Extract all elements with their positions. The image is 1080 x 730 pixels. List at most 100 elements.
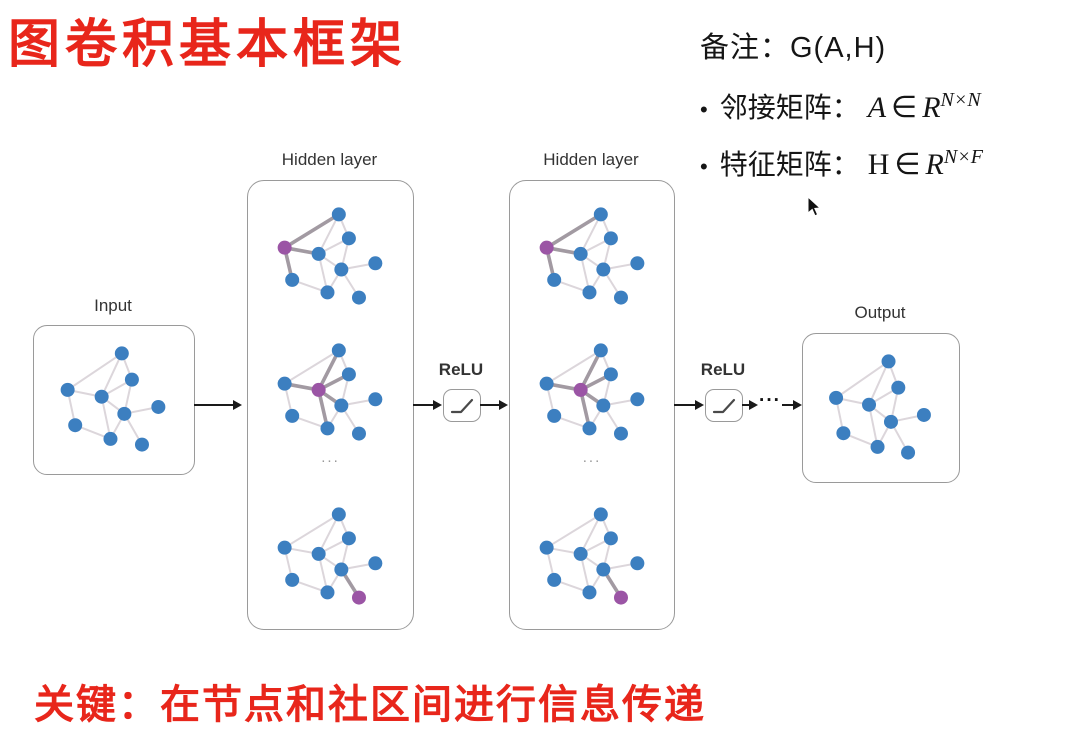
graph-node xyxy=(341,367,356,382)
graph-node xyxy=(547,572,562,587)
bullet-icon: • xyxy=(700,97,708,122)
graph-node xyxy=(603,231,618,246)
graph-node xyxy=(593,207,608,222)
graph-node xyxy=(547,272,562,287)
bullet-icon: • xyxy=(700,154,708,179)
graph-node xyxy=(285,408,300,423)
adjacency-formula: A∈RN×N xyxy=(867,89,981,124)
flow-ellipsis: ··· xyxy=(759,390,781,411)
input-graph xyxy=(60,346,166,452)
notes-panel: 备注：G(A,H) • 邻接矩阵： A∈RN×N • 特征矩阵： H∈RN×F xyxy=(700,24,1078,200)
output-box xyxy=(802,333,960,483)
graph-node xyxy=(368,556,383,571)
hidden2-graph-middle xyxy=(539,343,645,441)
graph-node-highlighted xyxy=(351,590,366,605)
arrow-input-to-hidden1 xyxy=(194,400,242,410)
graph-node xyxy=(829,390,844,405)
graph-node xyxy=(630,256,645,271)
relu2-label: ReLU xyxy=(700,360,746,379)
graph-node xyxy=(603,367,618,382)
graph-node xyxy=(593,343,608,358)
arrow-hidden2-to-relu2 xyxy=(674,400,704,410)
graph-node xyxy=(68,418,83,433)
mouse-cursor-icon xyxy=(807,196,822,217)
relu2-box xyxy=(705,389,743,422)
graph-node xyxy=(341,231,356,246)
hidden1-graph-middle xyxy=(277,343,383,441)
graph-node xyxy=(94,389,109,404)
note-feature-matrix: • 特征矩阵： H∈RN×F xyxy=(700,143,1078,183)
graph-node xyxy=(582,585,597,600)
graph-node xyxy=(334,262,349,277)
input-label: Input xyxy=(94,296,132,315)
graph-node xyxy=(151,399,166,414)
arrow-relu1-to-hidden2 xyxy=(480,400,508,410)
graph-node xyxy=(603,531,618,546)
graph-node xyxy=(630,556,645,571)
graph-node-highlighted xyxy=(311,382,326,397)
graph-node xyxy=(331,343,346,358)
graph-node xyxy=(582,421,597,436)
graph-node-highlighted xyxy=(613,590,628,605)
graph-node xyxy=(368,256,383,271)
note-feature-label: 特征矩阵： xyxy=(719,149,860,180)
note-adjacency-matrix: • 邻接矩阵： A∈RN×N xyxy=(700,86,1078,126)
graph-node xyxy=(891,380,906,395)
graph-node xyxy=(539,376,554,391)
key-point-text: 关键：在节点和社区间进行信息传递 xyxy=(34,683,706,727)
hidden1-graph-top xyxy=(277,207,383,305)
hidden2-graph-bottom xyxy=(539,507,645,605)
graph-node xyxy=(596,398,611,413)
graph-node xyxy=(593,507,608,522)
graph-node xyxy=(901,445,916,460)
graph-node xyxy=(881,354,896,369)
graph-node xyxy=(334,398,349,413)
arrow-relu2-out xyxy=(742,400,758,410)
note-adjacency-label: 邻接矩阵： xyxy=(719,92,860,123)
graph-node xyxy=(573,546,588,561)
graph-node xyxy=(582,285,597,300)
output-graph xyxy=(829,354,931,460)
hidden-layer-1-label: Hidden layer xyxy=(281,150,378,169)
graph-node xyxy=(60,382,75,397)
graph-node-highlighted xyxy=(573,382,588,397)
graph-node xyxy=(596,562,611,577)
graph-node-highlighted xyxy=(539,240,554,255)
graph-node xyxy=(368,392,383,407)
graph-node xyxy=(547,408,562,423)
relu-curve-icon xyxy=(712,398,735,413)
notes-heading: 备注：G(A,H) xyxy=(700,32,887,64)
graph-node xyxy=(613,426,628,441)
graph-node xyxy=(117,406,132,421)
graph-node xyxy=(320,585,335,600)
graph-node xyxy=(596,262,611,277)
graph-node xyxy=(331,507,346,522)
relu1-box xyxy=(443,389,481,422)
relu-curve-icon xyxy=(450,398,473,413)
graph-node xyxy=(331,207,346,222)
graph-node xyxy=(351,290,366,305)
hidden1-graph-bottom xyxy=(277,507,383,605)
graph-node xyxy=(573,246,588,261)
graph-node xyxy=(134,437,149,452)
graph-node xyxy=(341,531,356,546)
graph-node xyxy=(916,407,931,422)
hidden-layer-2-label: Hidden layer xyxy=(543,150,639,169)
hidden-layer-1-box: ... xyxy=(247,180,414,630)
hidden-layer-2-box: ... xyxy=(509,180,675,630)
hidden2-ellipsis: ... xyxy=(582,449,602,466)
graph-node xyxy=(124,372,139,387)
hidden2-graph-top xyxy=(539,207,645,305)
graph-node xyxy=(320,421,335,436)
graph-node xyxy=(539,540,554,555)
graph-node xyxy=(320,285,335,300)
arrow-to-output xyxy=(782,400,802,410)
graph-node xyxy=(114,346,129,361)
relu1-label: ReLU xyxy=(438,360,484,379)
graph-node xyxy=(277,376,292,391)
graph-node xyxy=(836,426,851,441)
graph-node xyxy=(311,546,326,561)
input-box xyxy=(33,325,195,475)
output-label: Output xyxy=(854,303,906,322)
graph-node xyxy=(613,290,628,305)
